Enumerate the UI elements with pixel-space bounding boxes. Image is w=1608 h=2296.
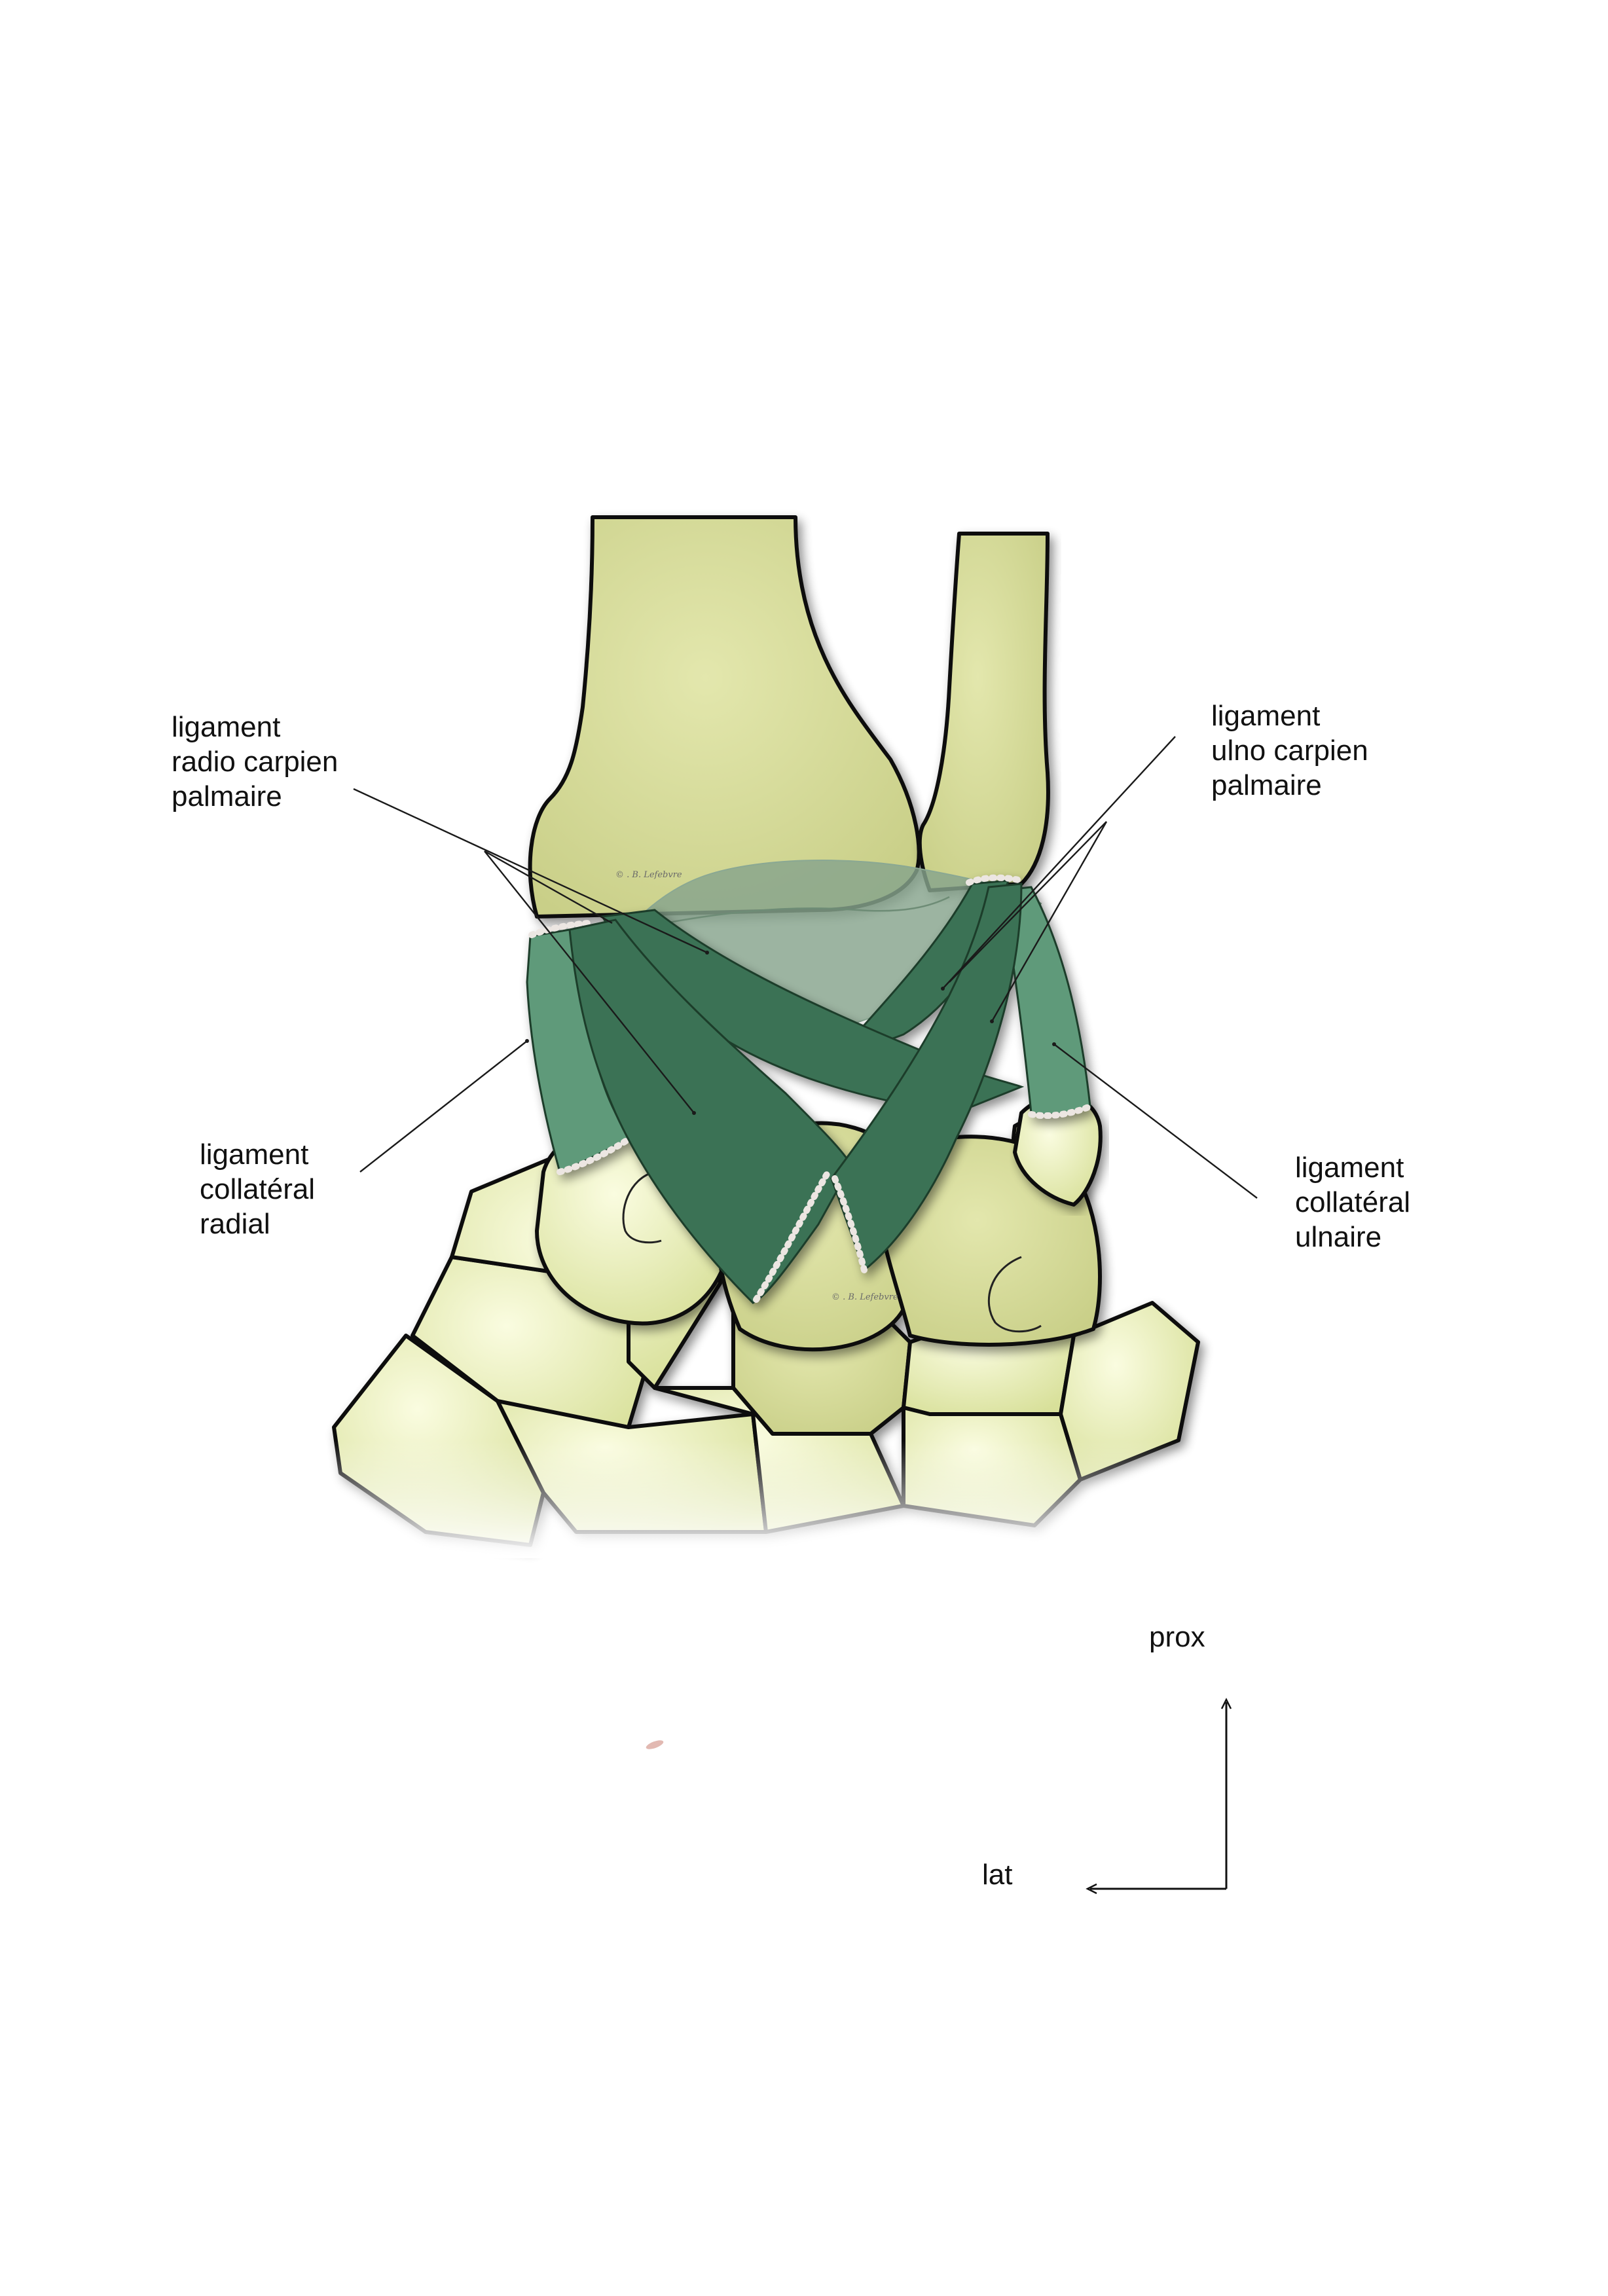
orientation-indicator: prox lat	[982, 1621, 1232, 1895]
label-ulno-carpal-line-3: palmaire	[1211, 769, 1322, 801]
leader-ulnar-collateral	[1053, 1044, 1258, 1199]
label-ulnar-collateral-line-2: collatéral	[1295, 1186, 1410, 1218]
ligaments	[526, 874, 1093, 1304]
orientation-lat-label: lat	[982, 1859, 1012, 1891]
leader-radio-carpal-2	[484, 850, 695, 1114]
label-radial-collateral-line-3: radial	[200, 1208, 270, 1240]
label-ulnar-collateral-line-1: ligament	[1295, 1152, 1404, 1184]
leader-radial-collateral	[359, 1040, 528, 1173]
leader-tip-4	[990, 1019, 994, 1023]
watermark-bottom: © . B. Lefebvre	[831, 1292, 898, 1302]
leader-tip-6	[1052, 1042, 1056, 1046]
bottom-fade	[295, 1440, 1244, 1558]
leader-tip-5	[525, 1039, 529, 1043]
label-ulno-carpal: ligament ulno carpien palmaire	[1211, 700, 1368, 801]
ulna-bone	[917, 532, 1050, 892]
leader-tip-1	[705, 951, 709, 955]
stray-mark	[646, 1740, 664, 1749]
label-radial-collateral-line-1: ligament	[200, 1139, 308, 1171]
ulnar-origin-frayed	[966, 874, 1025, 886]
leader-ulno-carpal-1	[942, 736, 1176, 989]
label-ulnar-collateral: ligament collatéral ulnaire	[1295, 1152, 1410, 1253]
label-radio-carpal-line-1: ligament	[172, 711, 280, 743]
label-radial-collateral: ligament collatéral radial	[200, 1139, 315, 1240]
label-radial-collateral-line-2: collatéral	[200, 1173, 315, 1205]
label-ulno-carpal-line-2: ulno carpien	[1211, 735, 1368, 767]
scaphoid-tubercle-mark	[622, 1171, 662, 1244]
hamate-hook-mark	[987, 1256, 1042, 1333]
leader-radio-carpal-1	[353, 788, 708, 954]
orientation-horizontal-arrowhead	[1086, 1883, 1097, 1895]
watermark-top: © . B. Lefebvre	[615, 870, 682, 880]
radial-collateral-frayed-end	[557, 1136, 632, 1175]
radius-bone	[528, 515, 921, 919]
label-radio-carpal: ligament radio carpien palmaire	[172, 711, 338, 812]
ulnar-collateral-frayed-end	[1028, 1103, 1093, 1120]
radial-collateral-frayed-top	[528, 920, 593, 938]
orientation-vertical-arrowhead	[1220, 1698, 1232, 1709]
label-radio-carpal-line-2: radio carpien	[172, 746, 338, 778]
leader-tip-3	[941, 987, 945, 991]
orientation-prox-label: prox	[1149, 1621, 1205, 1653]
radio-carpal-ligament-arm	[568, 919, 852, 1304]
leader-ulno-carpal-3	[991, 821, 1108, 1022]
v-frayed-left	[753, 1169, 831, 1303]
leader-lines	[353, 736, 1258, 1199]
leader-ulno-carpal-2	[949, 821, 1107, 983]
leader-tip-2	[692, 1111, 696, 1115]
label-radio-carpal-line-3: palmaire	[172, 780, 282, 812]
label-ulno-carpal-line-1: ligament	[1211, 700, 1320, 732]
label-ulnar-collateral-line-3: ulnaire	[1295, 1221, 1381, 1253]
v-frayed-right	[831, 1175, 868, 1273]
leader-radio-carpal-3	[484, 850, 613, 924]
ulno-carpal-ligament-arm	[830, 883, 1023, 1272]
